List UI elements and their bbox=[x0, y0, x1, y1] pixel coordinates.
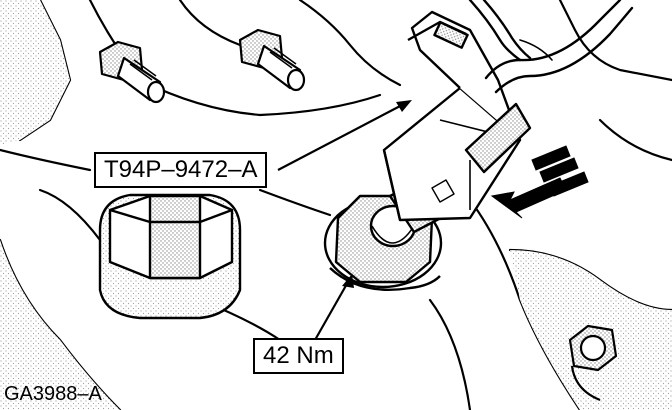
mounting-bolt bbox=[98, 40, 166, 104]
triple-arrow-left-down-icon bbox=[490, 145, 589, 219]
tool-number-callout: T94P–9472–A bbox=[94, 152, 268, 188]
sensor-wiring-harness bbox=[468, 0, 634, 94]
sensor-socket-tool bbox=[382, 10, 532, 234]
housing-shading bbox=[0, 0, 70, 145]
torque-leader-line bbox=[314, 274, 354, 341]
housing-shading bbox=[0, 240, 120, 410]
mounting-bolt bbox=[568, 324, 618, 402]
mounting-bolt bbox=[238, 28, 306, 92]
tool-leader-line bbox=[277, 100, 412, 171]
figure-identifier: GA3988–A bbox=[4, 383, 102, 405]
torque-spec-callout: 42 Nm bbox=[253, 338, 344, 374]
large-hex-bolt bbox=[98, 193, 242, 320]
